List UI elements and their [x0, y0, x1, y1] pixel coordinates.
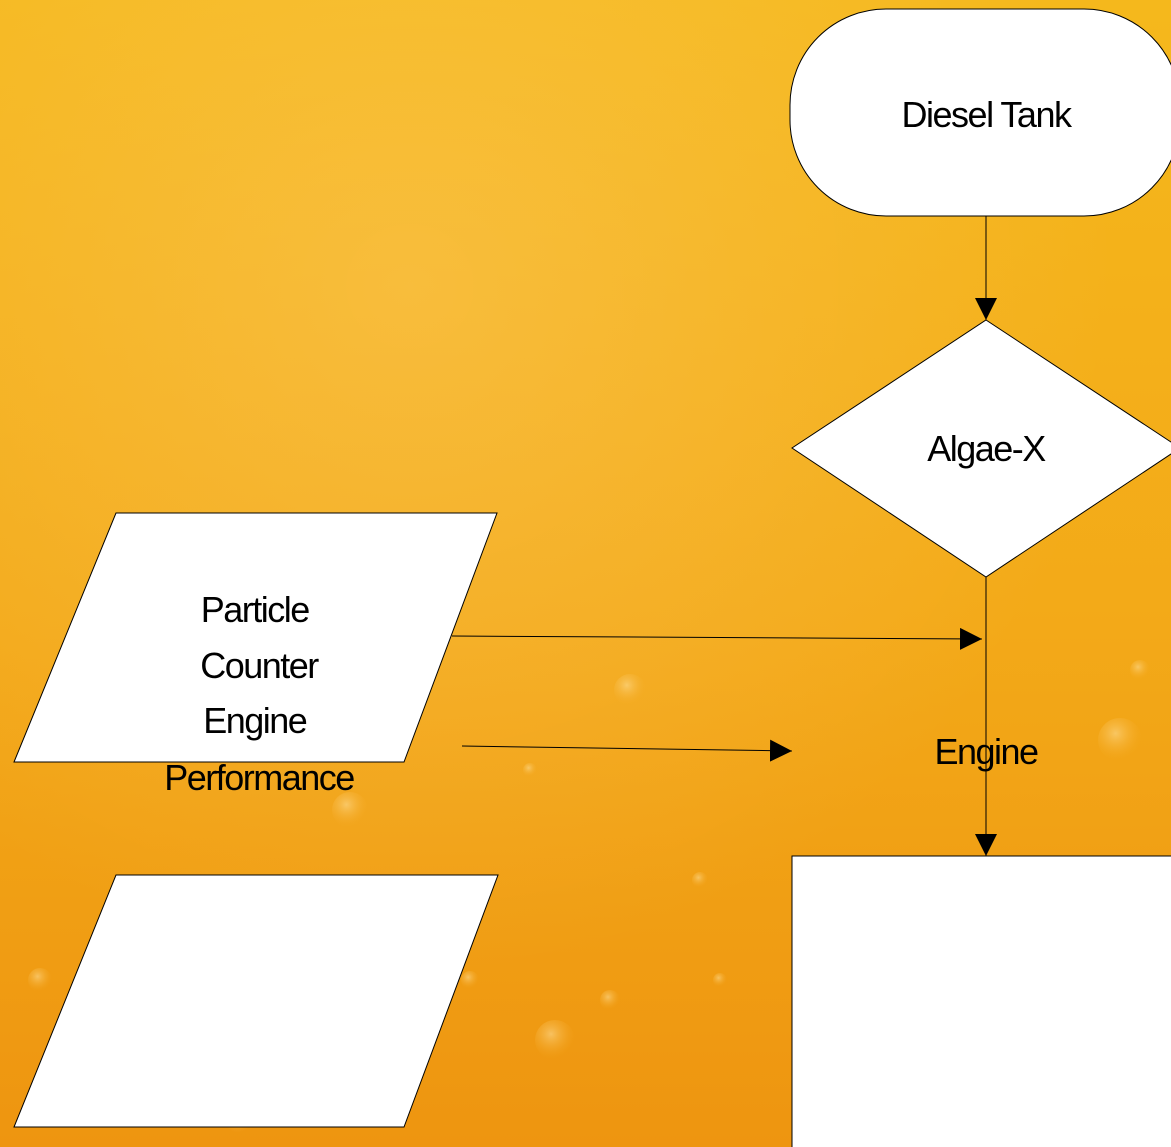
algae-x-label: Algae-X: [927, 428, 1046, 469]
background-bubbles: [28, 660, 1150, 1134]
particle-counter-node[interactable]: Particle Counter: [13, 512, 498, 763]
algae-x-node[interactable]: Algae-X: [791, 319, 1171, 578]
connectors: [451, 216, 997, 856]
engine-performance-label: Engine Performance: [164, 700, 354, 798]
edge-particle-counter-to-main-line: [451, 627, 983, 650]
engine-node[interactable]: Engine: [791, 731, 1171, 1147]
diesel-tank-label: Diesel Tank: [902, 94, 1073, 135]
engine-performance-node[interactable]: Engine Performance: [13, 700, 499, 1128]
particle-counter-label-line-2: Counter: [200, 645, 319, 686]
particle-counter-label: Particle Counter: [200, 589, 319, 686]
engine-label: Engine: [934, 731, 1038, 772]
diesel-tank-node[interactable]: Diesel Tank: [789, 8, 1171, 217]
engine-performance-label-line-1: Engine: [203, 700, 307, 741]
edge-engine-performance-to-engine: [461, 739, 793, 762]
particle-counter-label-line-1: Particle: [201, 589, 310, 630]
engine-performance-label-line-2: Performance: [164, 757, 354, 798]
